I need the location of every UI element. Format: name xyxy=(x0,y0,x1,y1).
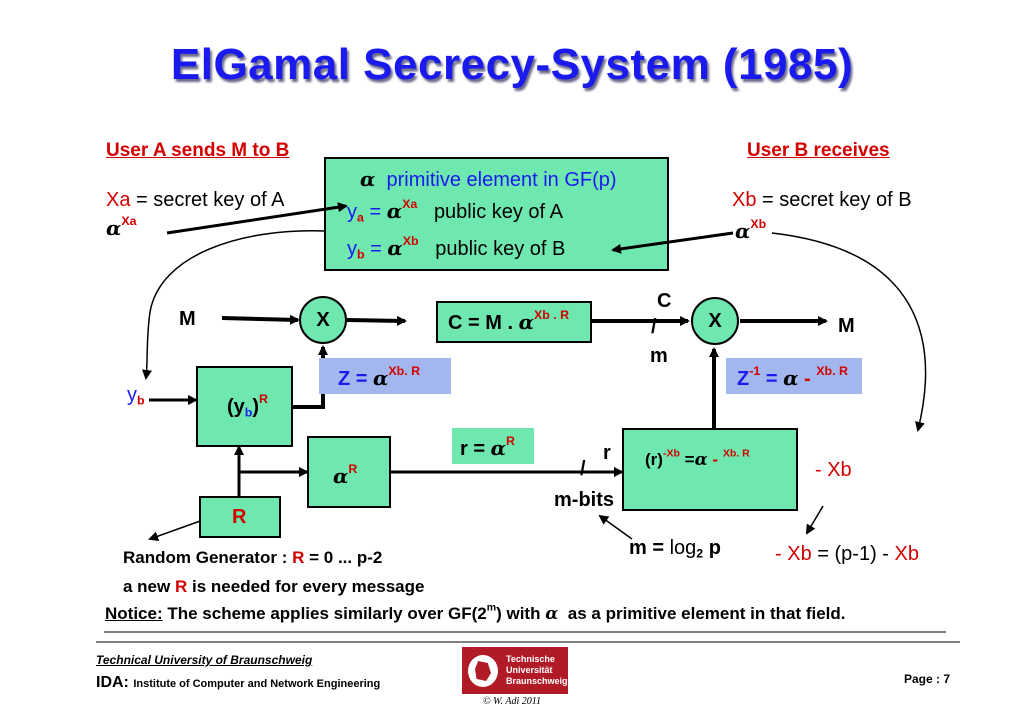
user-a-alpha-power: αXa xyxy=(106,214,137,240)
cipher-formula: C = M . αXb . R xyxy=(448,308,570,334)
public-key-b-line: yb = αXb public key of B xyxy=(347,234,566,262)
random-generator-line-2: a new R is needed for every message xyxy=(123,577,425,596)
z-formula: Z = αXb. R xyxy=(338,364,421,390)
user-b-alpha-power: αXb xyxy=(735,217,767,243)
z-label-box xyxy=(319,358,451,394)
arrow-alpha-xa-to-box xyxy=(166,202,348,235)
user-a-heading: User A sends M to B xyxy=(106,140,290,161)
cipher-box xyxy=(436,301,592,343)
random-r-box xyxy=(199,496,281,538)
r-formula: r = αR xyxy=(460,434,515,460)
university-logo: Technische Universität Braunschweig xyxy=(462,647,568,694)
footer-university: Technical University of Braunschweig xyxy=(96,653,313,667)
arrow-random-generator xyxy=(148,519,204,542)
public-key-a-line: ya = αXa public key of A xyxy=(347,197,563,225)
minus-xb-label: - Xb xyxy=(815,459,852,481)
primitive-element-line: α primitive element in GF(p) xyxy=(360,167,617,191)
ybr-formula: (yb)R xyxy=(227,392,268,420)
r-wire-label: r xyxy=(603,442,611,464)
message-input-label: M xyxy=(179,308,196,330)
alpha-r-box xyxy=(307,436,391,508)
alpha-r-formula: αR xyxy=(333,462,358,488)
message-output-label: M xyxy=(838,315,855,337)
r-wire-width: m-bits xyxy=(554,489,614,511)
footer-institute: IDA: Institute of Computer and Network E… xyxy=(96,674,381,691)
user-a-secret-key: Xa = secret key of A xyxy=(106,189,285,211)
curve-yb-to-user-a xyxy=(142,230,326,380)
page-title: ElGamal Secrecy-System (1985) xyxy=(170,40,854,89)
curve-xb-to-minus-xb xyxy=(771,232,927,432)
r-inverse-formula: (r)-Xb =α - Xb. R xyxy=(645,447,750,470)
r-wire-slash: / xyxy=(580,458,586,480)
cipher-wire-slash: / xyxy=(651,316,657,338)
arrow-minus-xb xyxy=(805,505,824,535)
notice-line: Notice: The scheme applies similarly ove… xyxy=(105,601,846,624)
z-inverse-formula: Z-1 = α - Xb. R xyxy=(737,364,848,390)
footer-copyright: © W. Adi 2011 xyxy=(483,696,541,707)
page-number: Page : 7 xyxy=(904,672,951,686)
arrow-m-log xyxy=(598,514,633,540)
yb-input-label: yb xyxy=(127,384,145,408)
user-b-secret-key: Xb = secret key of B xyxy=(732,189,912,211)
r-inverse-box xyxy=(622,428,798,511)
arrow-alpha-xb-to-box xyxy=(611,231,734,254)
cipher-wire-width: m xyxy=(650,345,668,367)
arrow-m-to-multiplier-a xyxy=(221,314,300,325)
m-log-formula: m = log2 p xyxy=(629,537,721,561)
cipher-wire-label: C xyxy=(657,290,672,312)
ybr-box xyxy=(196,366,293,447)
multiplier-b: X xyxy=(691,297,739,345)
user-b-heading: User B receives xyxy=(747,140,890,161)
multiplier-a: X xyxy=(299,296,347,344)
z-inverse-label-box xyxy=(726,358,862,394)
r-label-box xyxy=(452,428,534,464)
random-r-label: R xyxy=(232,506,247,528)
arrow-multiplier-a-out xyxy=(346,315,407,326)
xb-identity: - Xb = (p-1) - Xb xyxy=(775,543,919,565)
random-generator-line-1: Random Generator : R = 0 ... p-2 xyxy=(123,548,383,567)
